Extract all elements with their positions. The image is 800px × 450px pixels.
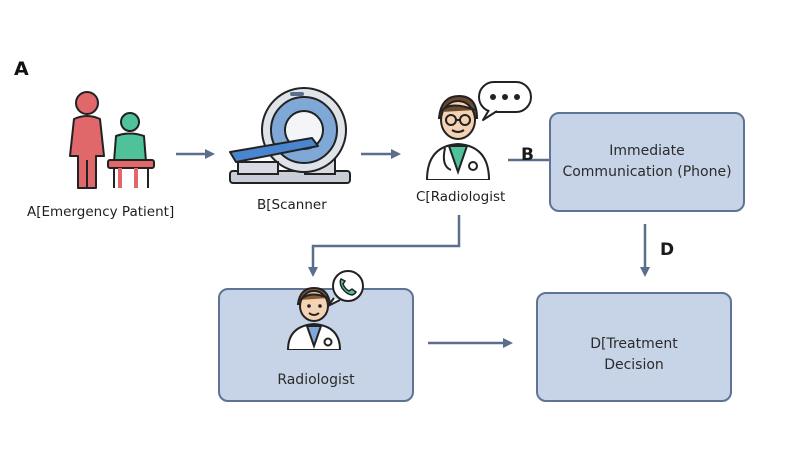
- radiologist-top-label: C[Radiologist: [416, 189, 506, 205]
- communication-line-1: Immediate: [609, 143, 685, 159]
- radiologist-phone-icon: [286, 270, 364, 350]
- radiologist-speech-icon: [425, 81, 532, 180]
- patient-label: A[Emergency Patient]: [27, 204, 175, 220]
- panel-label: A: [14, 58, 29, 80]
- treatment-line-1: D[Treatment: [590, 336, 678, 352]
- treatment-line-2: Decision: [604, 357, 664, 373]
- edge-label-b: B: [521, 145, 534, 165]
- scanner-label: B[Scanner: [257, 197, 327, 213]
- ct-scanner-icon: [229, 87, 351, 184]
- emergency-patient-icon: [69, 91, 155, 189]
- communication-line-2: Communication (Phone): [562, 164, 732, 180]
- arrow-radiologist-to-radiologist-box: [308, 215, 461, 277]
- radiologist-box-label: Radiologist: [277, 372, 355, 388]
- edge-label-d: D: [660, 240, 675, 260]
- treatment-box: D[Treatment Decision: [536, 292, 732, 402]
- communication-box: Immediate Communication (Phone): [549, 112, 745, 212]
